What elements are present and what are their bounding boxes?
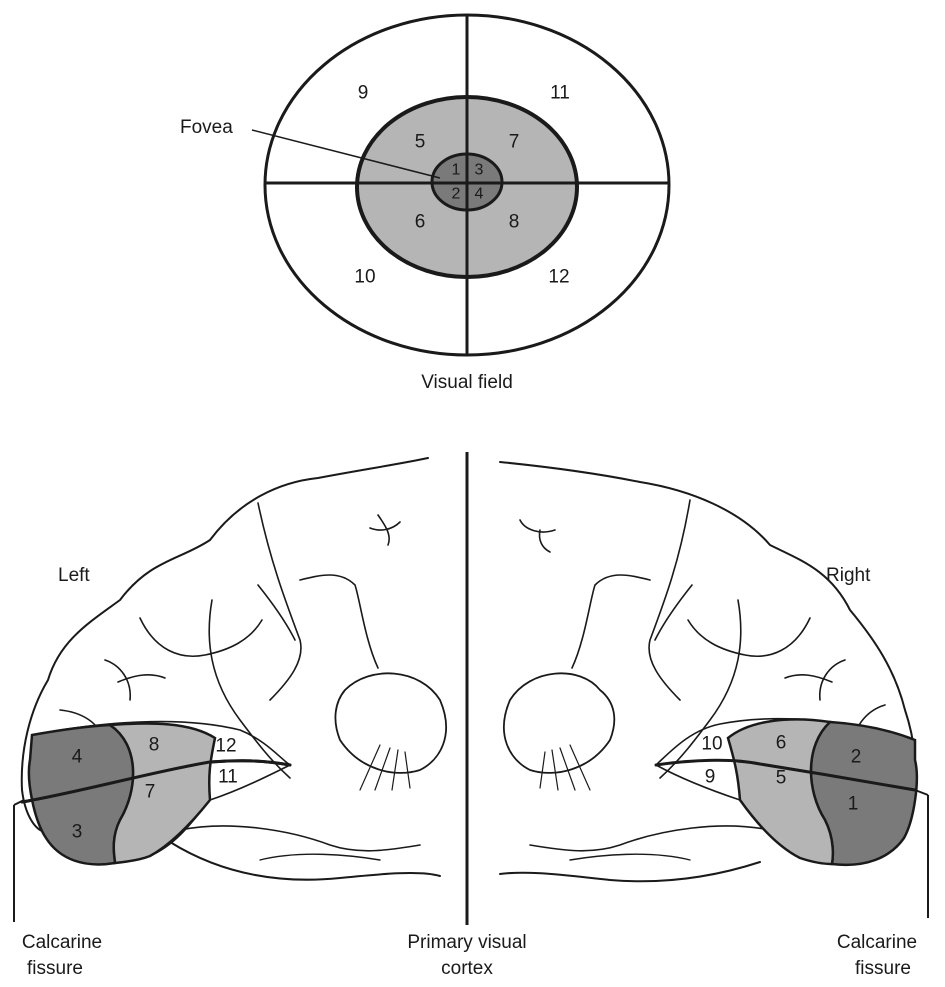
visual-field-diagram: Fovea 9 11 10 12 5 7 6 8 1 3 2 4 Visual …: [180, 13, 671, 393]
right-sulcus-6: [659, 599, 742, 779]
left-lower-gyrus: [179, 825, 421, 852]
left-sulcus-7: [369, 514, 401, 546]
right-cuneus-lobe: [503, 672, 616, 774]
cortex-right-region-5: 5: [776, 768, 787, 789]
right-hemisphere-outline: [499, 461, 917, 883]
right-sulcus-2: [571, 574, 651, 669]
left-hemisphere-outline: [20, 457, 441, 881]
left-sulcus-2: [299, 574, 379, 669]
calcarine-right-label-1: Calcarine: [837, 932, 917, 953]
right-label: Right: [826, 565, 871, 586]
cortex-left-region-12: 12: [215, 736, 236, 757]
right-sulcus-3: [687, 617, 811, 657]
cortex-left-region-11: 11: [218, 767, 238, 788]
field-region-1: 1: [452, 162, 461, 179]
primary-visual-cortex-label-1: Primary visual: [407, 932, 526, 953]
left-calcarine-overlay: [20, 759, 292, 804]
cortex-left-region-8: 8: [149, 735, 160, 756]
left-calcarine-pointer-tick: [13, 799, 25, 806]
left-sulcus-4: [104, 659, 166, 701]
field-region-7: 7: [509, 132, 520, 153]
left-sulcus-8: [257, 584, 296, 641]
right-calcarine-pointer-tick: [914, 789, 929, 796]
field-region-3: 3: [475, 162, 484, 179]
fovea-label: Fovea: [180, 117, 233, 138]
field-region-8: 8: [509, 212, 520, 233]
right-cuneus-lines: [539, 744, 591, 791]
cortex-left-region-3: 3: [72, 822, 83, 843]
field-region-6: 6: [415, 212, 426, 233]
field-region-4: 4: [475, 186, 484, 203]
left-hemisphere: 4 3 8 7 12 11 Left Calcarine fissure: [13, 457, 447, 979]
cortex-left-region-4: 4: [72, 747, 83, 768]
field-region-9: 9: [358, 83, 369, 104]
right-hemisphere: 2 1 6 5 10 9 Right Calcarine fissure: [499, 461, 929, 979]
cortex-right-region-1: 1: [848, 794, 859, 815]
cortex-right-region-6: 6: [776, 733, 787, 754]
left-sulcus-3: [139, 617, 263, 657]
left-cuneus-lines: [359, 744, 411, 791]
right-sulcus-7: [519, 519, 556, 553]
right-lower-gyrus-2: [569, 853, 691, 861]
right-lower-gyrus: [529, 825, 771, 852]
field-region-10: 10: [354, 267, 375, 288]
right-region-mid-5-6: [726, 718, 835, 866]
cortex-left-region-7: 7: [145, 782, 156, 803]
fovea-pointer-line: [251, 129, 441, 179]
calcarine-right-label-2: fissure: [855, 958, 911, 979]
right-sulcus-4: [784, 659, 846, 701]
calcarine-left-label-2: fissure: [27, 958, 83, 979]
cortex-right-region-2: 2: [851, 747, 862, 768]
left-sulcus-1: [257, 502, 302, 701]
left-lower-gyrus-2: [259, 853, 381, 861]
calcarine-left-label-1: Calcarine: [22, 932, 102, 953]
field-region-11: 11: [550, 83, 570, 104]
left-sulcus-6: [208, 599, 291, 779]
right-sulcus-1: [648, 499, 691, 701]
field-region-2: 2: [452, 186, 461, 203]
cortex-right-region-10: 10: [701, 734, 722, 755]
left-label: Left: [58, 565, 90, 586]
cortex-right-region-9: 9: [705, 767, 716, 788]
field-region-5: 5: [415, 132, 426, 153]
primary-visual-cortex-label-2: cortex: [441, 958, 493, 979]
visual-field-caption: Visual field: [421, 372, 513, 393]
left-region-mid-7-8: [106, 722, 217, 865]
field-region-12: 12: [548, 267, 569, 288]
left-cuneus-lobe: [334, 672, 447, 774]
right-sulcus-8: [654, 584, 693, 641]
right-calcarine-line: [654, 758, 917, 792]
